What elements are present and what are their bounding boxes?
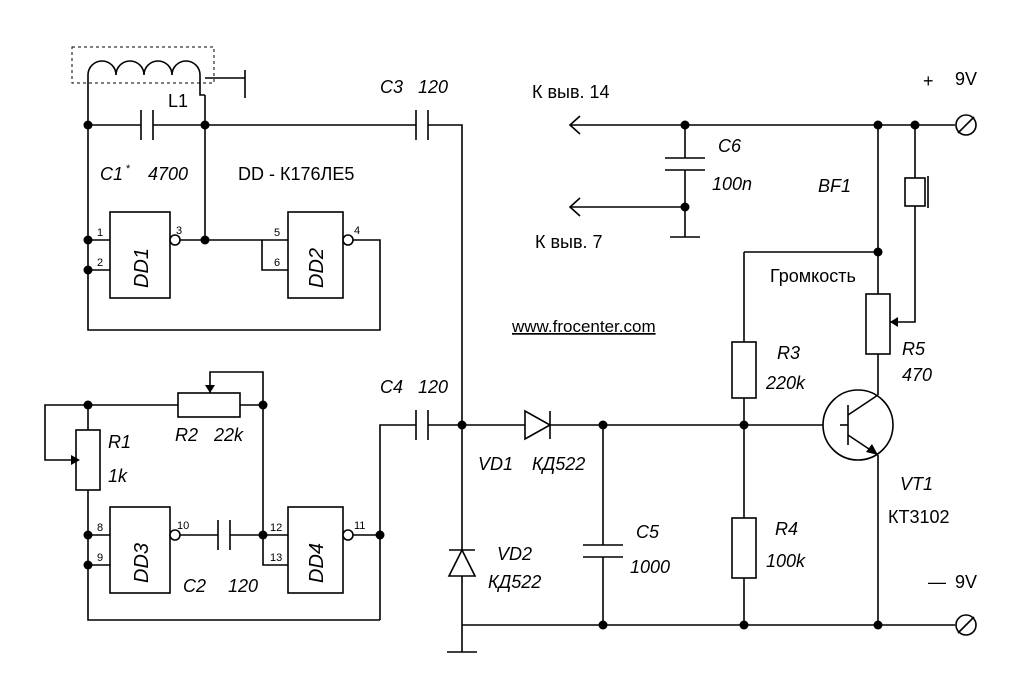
dd1-label: DD1 xyxy=(131,248,153,288)
gate-dd3: DD3 8 9 10 xyxy=(97,506,189,594)
r4-label: R4 xyxy=(775,519,798,539)
c1-label: C1 xyxy=(100,164,123,184)
resistor-r3: R3 220k xyxy=(731,341,806,399)
chip-type-title: DD - К176ЛЕ5 xyxy=(238,164,354,184)
vd2-type: КД522 xyxy=(488,572,541,592)
dd3-pin-9: 9 xyxy=(97,552,103,564)
power-terminals: + 9V — 9V xyxy=(923,69,977,636)
vt1-label: VT1 xyxy=(900,474,933,494)
c4-value: 120 xyxy=(418,377,448,397)
capacitor-c1: C1 * 4700 xyxy=(100,110,188,184)
capacitor-c4: C4 120 xyxy=(380,377,448,440)
c6-label: C6 xyxy=(718,136,742,156)
vt1-type: КТ3102 xyxy=(888,507,950,527)
c5-value: 1000 xyxy=(630,557,670,577)
c1-star: * xyxy=(126,163,131,175)
c1-value: 4700 xyxy=(148,164,188,184)
vd2-label: VD2 xyxy=(497,544,532,564)
junction-dots xyxy=(83,120,920,630)
dd4-pin-12: 12 xyxy=(270,522,282,534)
dd1-pin-2: 2 xyxy=(97,257,103,269)
pin14-label: К выв. 14 xyxy=(532,82,610,102)
resistor-r1: R1 1k xyxy=(71,429,131,491)
dd4-pin-11: 11 xyxy=(354,520,365,532)
r3-label: R3 xyxy=(777,343,800,363)
minus-sign: — xyxy=(928,572,946,592)
resistor-r4: R4 100k xyxy=(731,517,806,579)
c5-label: C5 xyxy=(636,522,660,542)
r5-label: R5 xyxy=(902,339,926,359)
r3-value: 220k xyxy=(765,373,806,393)
website-link[interactable]: www.frocenter.com xyxy=(511,317,656,336)
gate-dd4: DD4 12 13 11 xyxy=(270,506,365,594)
c6-value: 100n xyxy=(712,174,752,194)
diode-vd1: VD1 КД522 xyxy=(478,409,585,474)
c3-value: 120 xyxy=(418,77,448,97)
pin-connections: К выв. 14 К выв. 7 xyxy=(532,82,610,252)
volume-caption: Громкость xyxy=(770,266,856,286)
dd2-label: DD2 xyxy=(306,248,328,288)
gate-dd1: DD1 1 2 3 xyxy=(97,211,182,299)
dd2-pin-6: 6 xyxy=(274,257,280,269)
inductor-l1: L1 xyxy=(71,46,215,111)
plus-sign: + xyxy=(923,71,934,91)
capacitor-c3: C3 120 xyxy=(380,77,448,140)
dd3-label: DD3 xyxy=(131,543,153,583)
l1-label: L1 xyxy=(168,91,188,111)
transistor-vt1: VT1 КТ3102 xyxy=(822,389,950,527)
dd2-pin-5: 5 xyxy=(274,227,280,239)
capacitor-c5: C5 1000 xyxy=(583,522,670,577)
dd1-pin-1: 1 xyxy=(97,227,103,239)
dd1-pin-3: 3 xyxy=(176,225,182,237)
dd3-pin-8: 8 xyxy=(97,522,103,534)
buzzer-bf1: BF1 xyxy=(818,176,929,208)
r1-label: R1 xyxy=(108,432,131,452)
bf1-label: BF1 xyxy=(818,176,851,196)
c2-value: 120 xyxy=(228,576,258,596)
plus-9v-label: 9V xyxy=(955,69,977,89)
gate-dd2: DD2 5 6 4 xyxy=(274,211,360,299)
c3-label: C3 xyxy=(380,77,403,97)
vd1-label: VD1 xyxy=(478,454,513,474)
vd1-type: КД522 xyxy=(532,454,585,474)
c4-label: C4 xyxy=(380,377,403,397)
dd4-label: DD4 xyxy=(306,543,328,583)
r1-value: 1k xyxy=(108,466,128,486)
pin7-label: К выв. 7 xyxy=(535,232,603,252)
r5-value: 470 xyxy=(902,365,932,385)
dd4-pin-13: 13 xyxy=(270,552,282,564)
capacitor-c6: C6 100n xyxy=(665,136,752,238)
r2-value: 22k xyxy=(213,425,244,445)
wires xyxy=(44,70,955,652)
resistor-r5: Громкость R5 470 xyxy=(770,266,932,385)
diode-vd2: VD2 КД522 xyxy=(447,544,541,653)
r2-label: R2 xyxy=(175,425,198,445)
capacitor-c2: C2 120 xyxy=(183,520,258,596)
minus-9v-label: 9V xyxy=(955,572,977,592)
r4-value: 100k xyxy=(766,551,806,571)
resistor-r2: R2 22k xyxy=(175,385,244,445)
dd3-pin-10: 10 xyxy=(177,520,189,532)
c2-label: C2 xyxy=(183,576,206,596)
dd2-pin-4: 4 xyxy=(354,225,360,237)
